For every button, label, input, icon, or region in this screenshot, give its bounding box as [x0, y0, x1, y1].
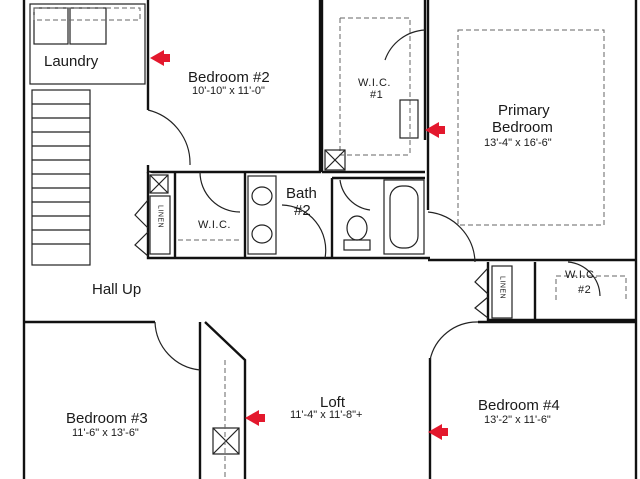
wic1-cabinet [399, 99, 419, 139]
bedroom4-door [429, 321, 479, 361]
hall-wic-door [199, 171, 241, 213]
laundry-counter [33, 7, 141, 21]
primary-door [427, 211, 476, 263]
linen-right-label: LINEN [498, 276, 506, 300]
toilet-bowl [346, 215, 368, 241]
wic2-shelf [555, 275, 627, 300]
smoke-detector-loft [245, 410, 265, 426]
primary-bed-outline [457, 29, 605, 226]
loft-closet-chase [212, 427, 240, 455]
bathtub [383, 179, 425, 255]
bedroom2-dimensions: 10'-10" x 11'-0" [192, 85, 265, 97]
linen-left [149, 195, 171, 255]
primary-label-line2: Bedroom [492, 119, 553, 136]
bedroom3-door [154, 321, 201, 371]
bedroom4-dimensions: 13'-2" x 11'-6" [484, 414, 551, 426]
bedroom3-walls [24, 320, 202, 479]
primary-label-line1: Primary [498, 102, 550, 119]
wic2-number: #2 [578, 284, 592, 296]
primary-walls [426, 0, 636, 262]
bath-vanity [247, 175, 277, 255]
laundry-label: Laundry [44, 53, 99, 70]
bedroom2-door [147, 109, 191, 166]
bath-walls [330, 176, 425, 258]
dryer [69, 7, 107, 45]
bath-inner-door [339, 179, 371, 211]
smoke-detector-bedroom4 [428, 424, 448, 440]
linen-right-doors [474, 267, 489, 319]
wic1-chase [324, 149, 346, 171]
staircase [31, 89, 91, 266]
laundry-room [29, 3, 146, 85]
bedroom3-dimensions: 11'-6" x 13'-6" [72, 427, 139, 439]
hall-wic-label: W.I.C. [198, 219, 231, 231]
wic1-walls [320, 0, 427, 174]
sink-2 [251, 224, 273, 244]
smoke-detector-bedroom2 [150, 50, 170, 66]
linen-left-label: LINEN [156, 205, 164, 229]
wic1-door [384, 29, 426, 61]
wic2-label: W.I.C. [565, 269, 598, 281]
wic1-label: W.I.C. [358, 77, 391, 89]
loft-label: Loft [320, 394, 346, 411]
hall-label: Hall Up [92, 281, 142, 298]
sink-1 [251, 186, 273, 206]
bathtub-inner [389, 185, 419, 249]
linen-left-doors [134, 199, 149, 257]
bath-door [281, 204, 327, 259]
wic1-number: #1 [370, 89, 384, 101]
loft-dimensions: 11'-4" x 11'-8"+ [290, 409, 363, 421]
bath2-label-line2: #2 [294, 202, 311, 219]
right-closet-walls [486, 262, 636, 322]
bedroom4-label: Bedroom #4 [478, 397, 560, 414]
linen-right [491, 265, 513, 319]
primary-dimensions: 13'-4" x 16'-6" [484, 137, 552, 149]
bedroom3-label: Bedroom #3 [66, 410, 148, 427]
bedroom2-label: Bedroom #2 [188, 69, 270, 86]
hall-chase [149, 174, 169, 194]
bedroom4-walls [428, 320, 636, 479]
bedroom2-walls [146, 0, 322, 174]
smoke-detector-primary [425, 122, 445, 138]
bath2-label-line1: Bath [286, 185, 317, 202]
wic2-door [567, 261, 601, 297]
